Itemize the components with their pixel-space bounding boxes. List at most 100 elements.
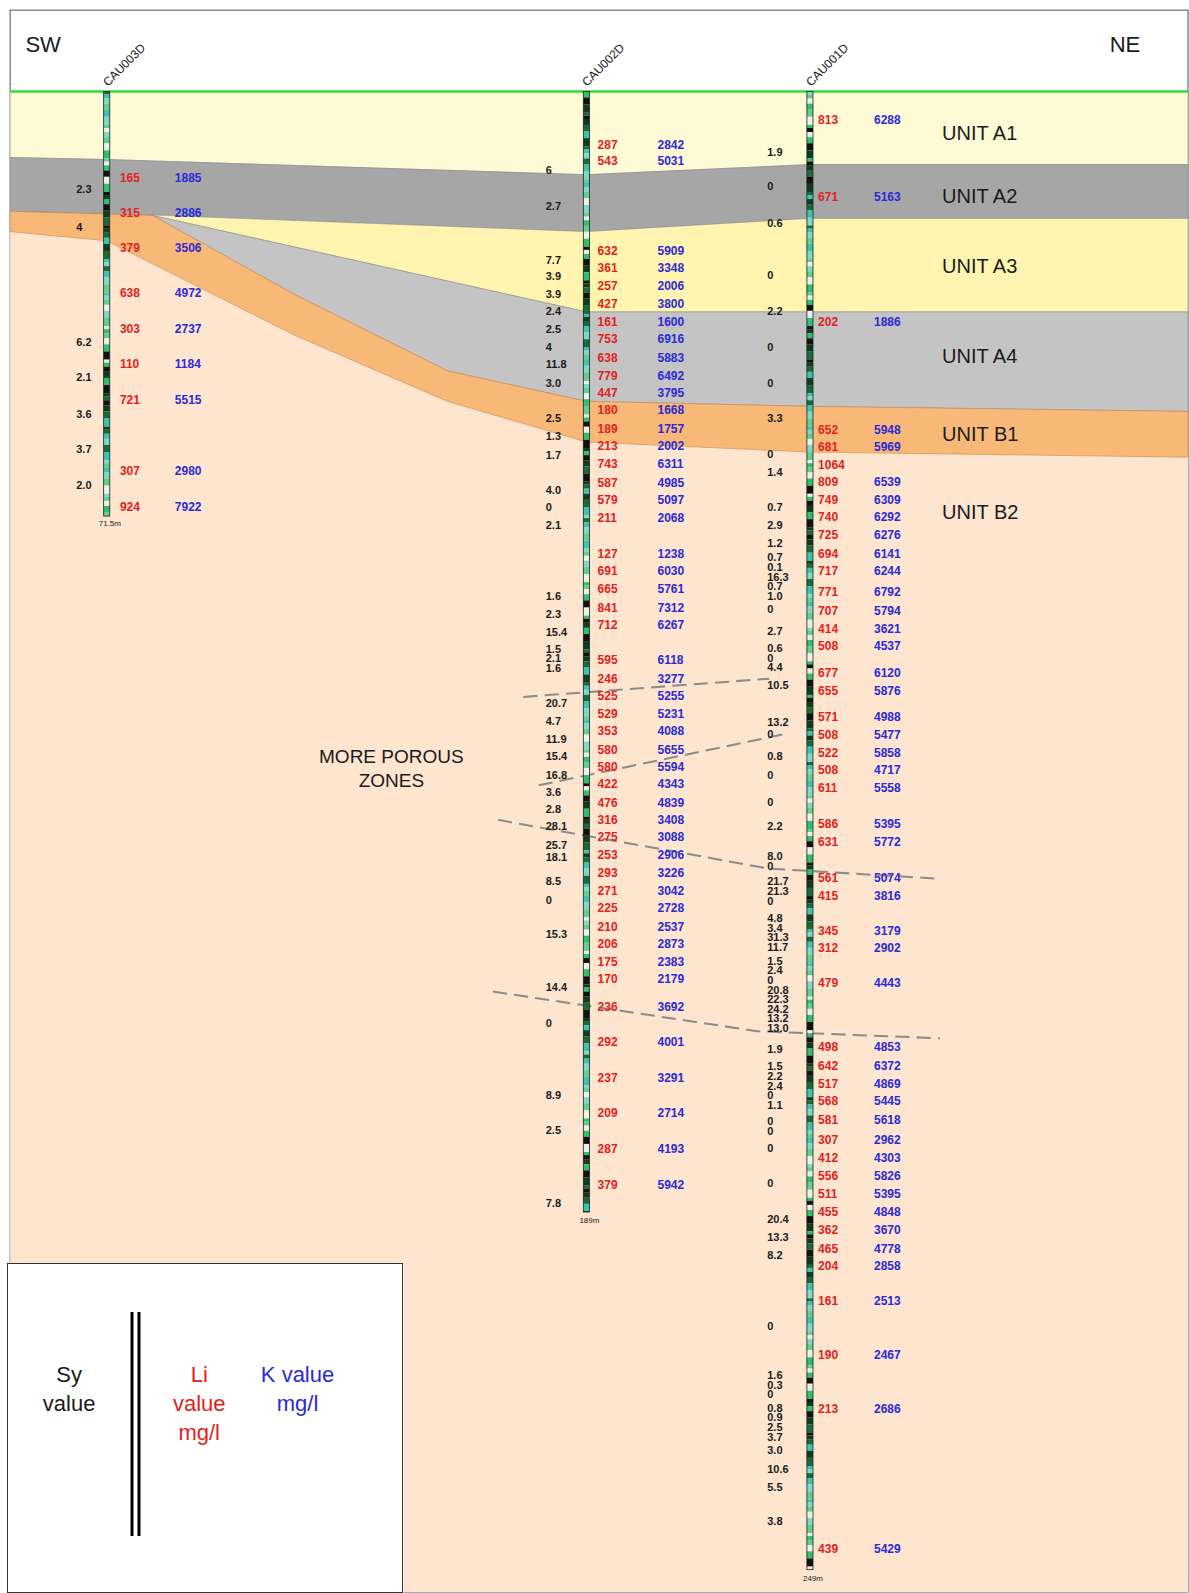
log-interval xyxy=(104,305,110,311)
log-interval xyxy=(104,251,110,259)
li-value: 161 xyxy=(598,315,618,329)
log-interval xyxy=(583,742,589,750)
log-interval xyxy=(104,177,110,184)
log-interval xyxy=(583,1144,589,1152)
sy-value: 6 xyxy=(546,164,552,177)
log-interval xyxy=(104,311,110,318)
log-interval xyxy=(583,708,589,716)
log-interval xyxy=(807,594,813,597)
li-value: 293 xyxy=(598,866,618,880)
log-interval xyxy=(807,1445,813,1451)
unit-b1-band xyxy=(10,211,1188,457)
sy-value: 0 xyxy=(767,728,773,741)
log-interval xyxy=(807,1004,813,1009)
log-interval xyxy=(807,1406,813,1411)
k-value: 4853 xyxy=(874,1040,901,1054)
log-interval xyxy=(583,917,589,920)
k-value: 6916 xyxy=(658,332,685,346)
log-interval xyxy=(807,439,813,445)
li-value: 631 xyxy=(818,835,838,849)
sy-value: 1.6 xyxy=(546,590,561,603)
log-interval xyxy=(583,589,589,594)
log-interval xyxy=(583,1193,589,1198)
log-interval xyxy=(104,99,110,104)
k-value: 4537 xyxy=(874,639,901,653)
log-interval xyxy=(807,841,813,847)
sy-value: 10.5 xyxy=(767,679,788,692)
unit-label: UNIT A4 xyxy=(942,344,1017,368)
sy-value: 2.2 xyxy=(767,305,782,318)
unit-label: UNIT A2 xyxy=(942,184,1017,208)
li-value: 581 xyxy=(818,1113,838,1127)
log-interval xyxy=(807,1298,813,1301)
log-interval xyxy=(583,600,589,607)
log-interval xyxy=(807,1257,813,1265)
li-value: 206 xyxy=(598,937,618,951)
log-interval xyxy=(807,166,813,171)
log-interval xyxy=(807,769,813,774)
k-value: 2873 xyxy=(658,937,685,951)
log-interval xyxy=(104,217,110,225)
log-interval xyxy=(807,1432,813,1435)
log-interval xyxy=(583,820,589,824)
log-interval xyxy=(807,668,813,673)
sy-value: 28.1 xyxy=(546,820,567,833)
log-interval xyxy=(583,254,589,259)
log-interval xyxy=(807,1301,813,1305)
k-value: 1885 xyxy=(175,171,202,185)
k-value: 5395 xyxy=(874,1187,901,1201)
log-interval xyxy=(583,1052,589,1055)
sy-value: 2.5 xyxy=(546,412,561,425)
li-value: 517 xyxy=(818,1077,838,1091)
k-value: 3816 xyxy=(874,889,901,903)
k-value: 3088 xyxy=(658,830,685,844)
li-value: 312 xyxy=(818,941,838,955)
li-value: 749 xyxy=(818,493,838,507)
log-interval xyxy=(807,808,813,814)
k-value: 2002 xyxy=(658,439,685,453)
drill-hole-log xyxy=(807,91,813,1569)
sy-value: 3.7 xyxy=(767,1431,782,1444)
porous-zone-lines xyxy=(493,679,940,1039)
li-value: 740 xyxy=(818,510,838,524)
k-value: 5477 xyxy=(874,728,901,742)
log-interval xyxy=(807,344,813,351)
log-interval xyxy=(807,787,813,795)
log-interval xyxy=(583,533,589,540)
log-interval xyxy=(583,153,589,158)
sy-value: 2.5 xyxy=(546,1124,561,1137)
log-interval xyxy=(807,229,813,233)
li-value: 721 xyxy=(120,393,140,407)
log-interval xyxy=(807,774,813,780)
log-interval xyxy=(104,472,110,478)
li-value: 455 xyxy=(818,1205,838,1219)
sy-value: 0.8 xyxy=(767,750,782,763)
log-interval xyxy=(807,1216,813,1223)
log-interval xyxy=(583,1043,589,1051)
log-interval xyxy=(104,434,110,439)
log-interval xyxy=(583,1092,589,1097)
li-value: 427 xyxy=(598,297,618,311)
log-interval xyxy=(807,1076,813,1082)
k-value: 4303 xyxy=(874,1151,901,1165)
log-interval xyxy=(583,585,589,589)
log-interval xyxy=(807,1478,813,1484)
li-value: 638 xyxy=(598,351,618,365)
sy-value: 0 xyxy=(767,860,773,873)
li-value: 190 xyxy=(818,1348,838,1362)
k-value: 6244 xyxy=(874,564,901,578)
log-interval xyxy=(807,741,813,747)
li-value: 771 xyxy=(818,585,838,599)
k-value: 5883 xyxy=(658,351,685,365)
log-interval xyxy=(807,1056,813,1064)
k-value: 6118 xyxy=(658,653,684,667)
k-value: 5594 xyxy=(658,760,685,774)
log-interval xyxy=(583,795,589,801)
log-interval xyxy=(807,1545,813,1551)
log-interval xyxy=(807,378,813,385)
sy-value: 0 xyxy=(767,1388,773,1401)
sy-value: 13.2 xyxy=(767,716,788,729)
log-interval xyxy=(583,1085,589,1088)
log-interval xyxy=(807,1551,813,1558)
depth-label: 249m xyxy=(803,1574,823,1584)
